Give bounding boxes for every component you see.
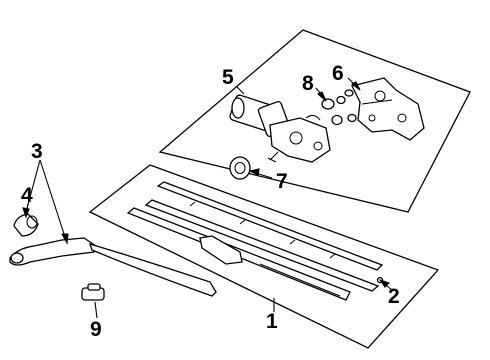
blade-assembly-panel [88, 164, 440, 349]
callout-5: 5 [222, 66, 234, 89]
callout-6: 6 [332, 62, 344, 85]
callout-2: 2 [388, 285, 400, 308]
clip [81, 283, 105, 301]
callout-7: 7 [276, 170, 288, 193]
callout-8: 8 [302, 72, 314, 95]
wiper-motor [229, 94, 331, 163]
callout-9: 9 [90, 318, 102, 341]
blade-refill [144, 181, 384, 292]
wiper-blade [126, 207, 351, 301]
pivot-cap [229, 156, 251, 180]
grommet-nut [321, 89, 357, 126]
leader-lines [22, 77, 393, 319]
motor-bracket [351, 77, 425, 141]
wiper-arm [9, 237, 217, 297]
callout-1: 1 [266, 310, 278, 333]
motor-assembly-panel [158, 29, 471, 213]
callout-4: 4 [21, 184, 33, 207]
callout-3: 3 [31, 140, 43, 163]
arm-nut-cover [13, 213, 39, 237]
